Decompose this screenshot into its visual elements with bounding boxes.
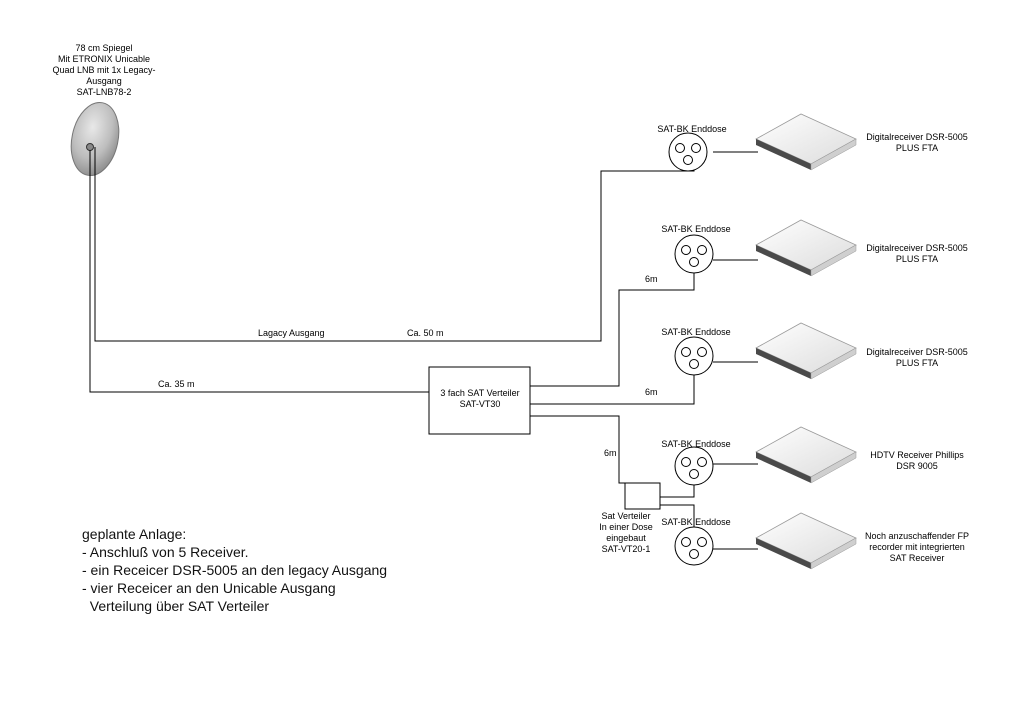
- receiver-3-icon: [755, 322, 857, 380]
- notes-item: - ein Receicer DSR-5005 an den legacy Au…: [82, 562, 388, 578]
- length-label-small-splitter: 6m: [604, 448, 617, 458]
- receiver-3-label: Digitalreceiver DSR-5005 PLUS FTA: [866, 347, 968, 368]
- sat-splitter-label: 3 fach SAT Verteiler SAT-VT30: [440, 388, 520, 409]
- receiver-5-label: Noch anzuschaffender FP recorder mit int…: [865, 531, 969, 563]
- receiver-5-icon: [755, 512, 857, 570]
- socket-1-label: SAT-BK Enddose: [657, 124, 727, 134]
- satellite-dish-icon: [70, 101, 120, 177]
- notes-item: Verteilung über SAT Verteiler: [82, 598, 270, 614]
- socket-5-icon: [674, 526, 714, 566]
- socket-3-icon: [674, 336, 714, 376]
- receiver-1-label: Digitalreceiver DSR-5005 PLUS FTA: [866, 132, 968, 153]
- main-cable: [89, 150, 429, 393]
- socket-3-label: SAT-BK Enddose: [661, 327, 731, 337]
- legacy-cable: [94, 147, 695, 342]
- cable-lines: [89, 147, 758, 550]
- notes-item: - vier Receicer an den Unicable Ausgang: [82, 580, 336, 596]
- small-splitter-label: Sat Verteiler In einer Dose eingebaut SA…: [599, 511, 653, 554]
- dish-label: 78 cm Spiegel Mit ETRONIX Unicable Quad …: [52, 43, 156, 97]
- socket-2-label: SAT-BK Enddose: [661, 224, 731, 234]
- socket-5-label: SAT-BK Enddose: [661, 517, 731, 527]
- legacy-output-label: Lagacy Ausgang: [258, 328, 325, 338]
- length-label-socket-2: 6m: [645, 274, 658, 284]
- small-splitter-box: [624, 482, 661, 510]
- receiver-2-label: Digitalreceiver DSR-5005 PLUS FTA: [866, 243, 968, 264]
- cable-socket-4: [660, 481, 695, 498]
- legacy-length-label: Ca. 50 m: [407, 328, 444, 338]
- length-label-socket-3: 6m: [645, 387, 658, 397]
- notes-title: geplante Anlage:: [82, 526, 187, 542]
- receiver-4-label: HDTV Receiver Phillips DSR 9005: [870, 450, 964, 471]
- receiver-4-icon: [755, 426, 857, 484]
- receiver-1-icon: [755, 113, 857, 171]
- planning-notes: geplante Anlage: - Anschluß von 5 Receiv…: [82, 525, 387, 615]
- cable-socket-2: [530, 266, 695, 387]
- receiver-2-icon: [755, 219, 857, 277]
- cable-small-splitter: [530, 415, 625, 484]
- cable-socket-5: [660, 504, 695, 529]
- socket-4-icon: [674, 446, 714, 486]
- notes-item: - Anschluß von 5 Receiver.: [82, 544, 249, 560]
- socket-1-icon: [668, 132, 708, 172]
- socket-2-icon: [674, 234, 714, 274]
- main-length-label: Ca. 35 m: [158, 379, 195, 389]
- cable-socket-3: [530, 373, 695, 405]
- socket-4-label: SAT-BK Enddose: [661, 439, 731, 449]
- sat-splitter-box: [428, 366, 531, 435]
